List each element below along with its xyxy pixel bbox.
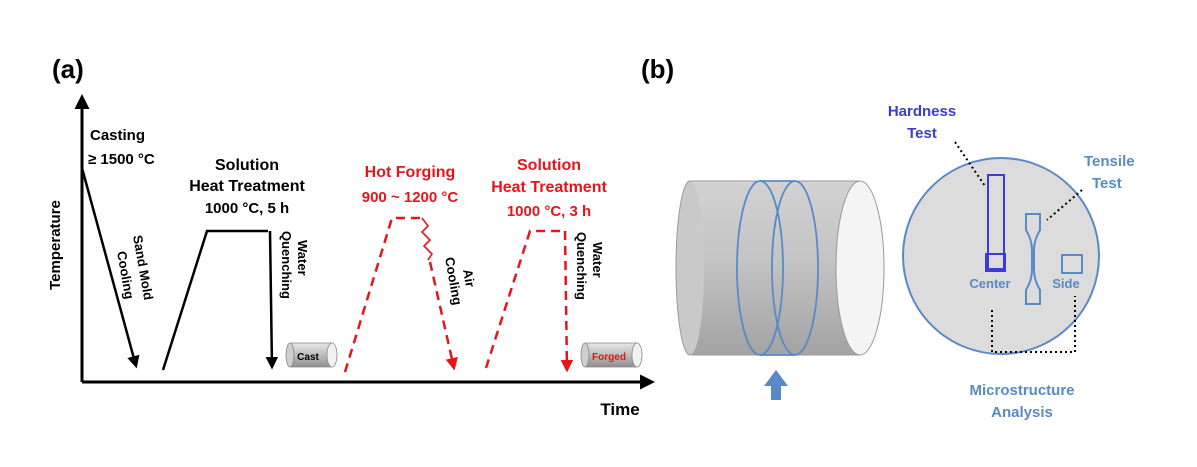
water-quench1-line2: Quenching — [279, 231, 294, 299]
water-quench1-arrow — [265, 230, 279, 370]
solution-ht1-profile — [161, 229, 268, 371]
hardness-label: Hardness — [888, 103, 956, 120]
hardness-leader — [954, 141, 986, 187]
hardness-test-label: Test — [907, 125, 937, 142]
forging-zigzag — [420, 217, 434, 261]
hot-forging-profile — [343, 216, 422, 373]
disk-circle — [902, 157, 1100, 355]
forged-label: Forged — [592, 352, 626, 363]
hot-forging-label: Hot Forging — [365, 164, 456, 181]
cylinder-body — [690, 181, 860, 355]
x-axis-label: Time — [600, 400, 639, 419]
cast-sample-icon: Cast — [285, 342, 338, 368]
microstructure-bracket — [991, 296, 1076, 353]
solution-ht2-condition: 1000 °C, 3 h — [507, 203, 591, 220]
solution-ht2-line1: Solution — [517, 157, 581, 174]
solution-ht1-line1: Solution — [215, 157, 279, 174]
panel-b-label: (b) — [641, 54, 674, 84]
cylinder-left-end — [676, 181, 704, 355]
water-quench2-arrow — [560, 230, 574, 373]
cast-label: Cast — [297, 352, 319, 363]
analysis-label: Analysis — [991, 404, 1053, 421]
microstructure-label: Microstructure — [969, 382, 1074, 399]
forged-sample-icon: Forged — [580, 342, 643, 368]
solution-ht1-line2: Heat Treatment — [189, 178, 305, 195]
y-axis-label: Temperature — [47, 200, 64, 290]
hardness-strip — [987, 174, 1005, 270]
tensile-test-label: Test — [1092, 175, 1122, 192]
water-quench2-line1: Water — [590, 242, 605, 278]
water-quench2-line2: Quenching — [574, 232, 589, 300]
casting-temp: ≥ 1500 °C — [88, 151, 155, 168]
solution-ht1-condition: 1000 °C, 5 h — [205, 200, 289, 217]
cylinder-right-face — [835, 180, 885, 356]
casting-label: Casting — [90, 127, 145, 144]
panel-a-label: (a) — [52, 54, 84, 84]
cylinder-left-outline — [675, 180, 691, 356]
center-square — [985, 253, 1006, 272]
side-square — [1061, 254, 1083, 274]
water-quench1-line1: Water — [295, 240, 310, 276]
slice-right-ring — [771, 180, 819, 356]
tensile-label: Tensile — [1084, 153, 1135, 170]
panel-a: (a) Temperature Time Casting ≥ 1500 °C S… — [47, 54, 655, 419]
sand-mold-cooling-arrow — [80, 167, 140, 369]
specimen-disk: Center Side — [902, 157, 1100, 355]
hot-forging-temp: 900 ~ 1200 °C — [362, 189, 459, 206]
solution-ht2-line2: Heat Treatment — [491, 179, 607, 196]
center-label: Center — [969, 276, 1010, 291]
panel-b: (b) Center Side — [641, 54, 1135, 421]
cooling-label: Cooling — [442, 256, 465, 306]
cylinder — [675, 180, 885, 356]
side-label: Side — [1052, 276, 1079, 291]
tensile-specimen — [1025, 213, 1041, 305]
solution-ht2-profile — [484, 229, 563, 369]
air-label: Air — [460, 268, 478, 288]
air-cooling-arrow — [428, 261, 458, 371]
up-arrow-icon — [764, 370, 788, 400]
slice-left-ring — [736, 180, 784, 356]
